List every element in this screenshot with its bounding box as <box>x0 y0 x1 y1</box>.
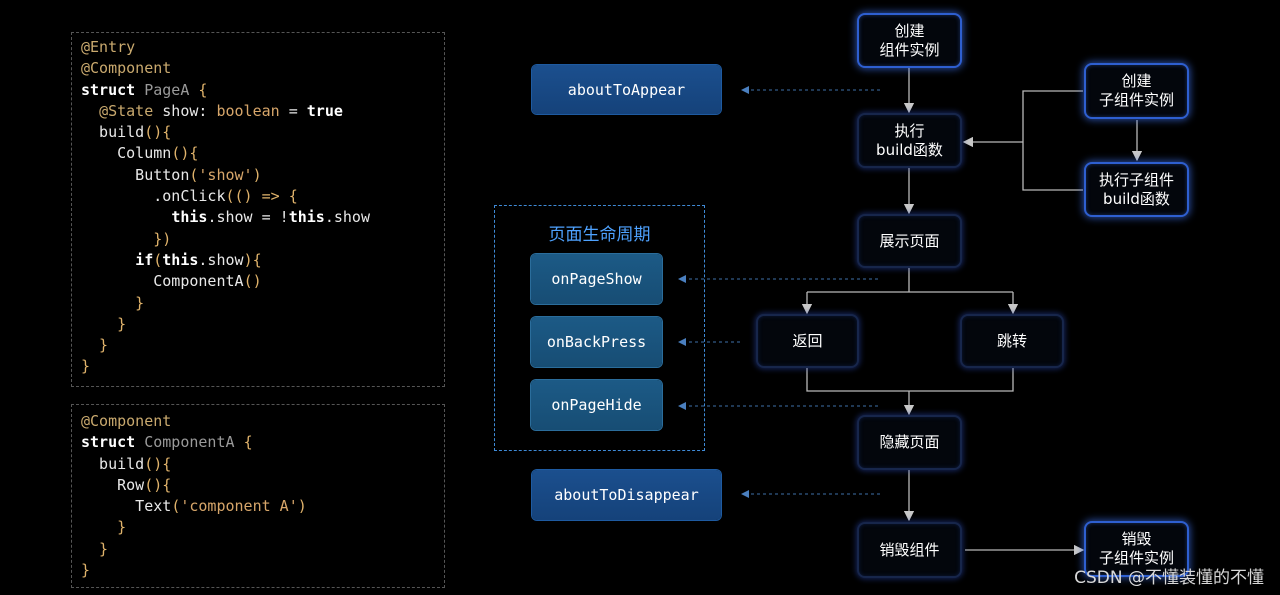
code-page-a: @Entry @Component struct PageA { @State sh… <box>81 37 370 378</box>
node-run-child-build: 执行子组件 build函数 <box>1084 162 1189 217</box>
node-hide-page-label: 隐藏页面 <box>879 433 940 451</box>
code-line: @Component <box>81 412 172 430</box>
node-run-build-line1: 执行 <box>894 121 925 140</box>
code-line: } <box>81 518 127 537</box>
node-run-child-build-line1: 执行子组件 <box>1098 170 1174 189</box>
node-show-page: 展示页面 <box>857 214 962 268</box>
node-hide-page: 隐藏页面 <box>857 415 962 470</box>
code-line: ComponentA() <box>81 272 262 291</box>
node-destroy-child-line1: 销毁 <box>1121 530 1152 548</box>
node-create-instance-line2: 组件实例 <box>879 40 940 59</box>
code-line: @Component <box>81 59 172 78</box>
code-line: @State show: boolean = true <box>99 101 343 120</box>
on-back-press-hook: onBackPress <box>531 317 662 367</box>
node-create-instance-line1: 创建 <box>894 21 925 40</box>
code-line: Row(){ <box>81 475 172 494</box>
node-destroy-child-line2: 子组件实例 <box>1098 549 1174 567</box>
line-branch-bottom <box>806 368 1014 392</box>
node-destroy-label: 销毁组件 <box>879 540 940 559</box>
code-line: } <box>81 293 145 312</box>
node-run-build-line2: build函数 <box>876 140 943 159</box>
code-line: build(){ <box>81 123 172 142</box>
code-line: } <box>81 336 109 355</box>
page-lifecycle-group: 页面生命周期 <box>494 205 705 451</box>
node-jump: 跳转 <box>960 314 1064 368</box>
page-lifecycle-title: 页面生命周期 <box>548 225 651 245</box>
code-line: struct ComponentA { <box>81 433 253 452</box>
watermark: CSDN @不懂装懂的不懂 <box>1074 568 1264 588</box>
on-page-hide-hook: onPageHide <box>531 380 662 430</box>
code-line: @Entry <box>81 38 136 56</box>
code-line: Button('show') <box>81 165 262 184</box>
node-run-child-build-line2: build函数 <box>1103 189 1170 208</box>
node-create-child-line2: 子组件实例 <box>1098 91 1174 109</box>
code-line: if(this.show){ <box>135 250 262 269</box>
node-run-build: 执行 build函数 <box>857 113 962 168</box>
code-line: this.show = !this.show <box>171 208 370 227</box>
code-line: build(){ <box>81 454 172 473</box>
node-jump-label: 跳转 <box>996 331 1027 350</box>
line-child-bracket <box>1022 90 1083 191</box>
code-component-a: @Component struct ComponentA { build(){ R… <box>81 411 307 581</box>
node-create-instance: 创建 组件实例 <box>857 13 962 68</box>
on-page-show-hook: onPageShow <box>531 254 662 304</box>
about-to-appear-hook: aboutToAppear <box>532 65 721 114</box>
node-back: 返回 <box>756 314 859 368</box>
code-line: } <box>81 539 109 558</box>
code-line: } <box>81 314 127 333</box>
node-show-page-label: 展示页面 <box>879 231 940 250</box>
node-create-child: 创建 子组件实例 <box>1084 63 1189 119</box>
code-line: Column(){ <box>81 144 199 163</box>
code-line: .onClick(() => { <box>81 187 298 206</box>
code-line: Text('component A') <box>81 497 307 516</box>
code-panel-page-a: @Entry @Component struct PageA { @State sh… <box>71 32 445 387</box>
code-line: struct PageA { <box>81 80 208 99</box>
code-line: } <box>81 357 91 376</box>
code-line: } <box>81 561 91 580</box>
code-panel-component-a: @Component struct ComponentA { build(){ R… <box>71 404 445 588</box>
node-create-child-line1: 创建 <box>1121 72 1152 90</box>
node-destroy: 销毁组件 <box>857 522 962 578</box>
node-back-label: 返回 <box>792 331 823 350</box>
node-destroy-child: 销毁 子组件实例 <box>1084 521 1189 577</box>
code-line: }) <box>81 229 172 248</box>
about-to-disappear-hook: aboutToDisappear <box>532 470 721 520</box>
